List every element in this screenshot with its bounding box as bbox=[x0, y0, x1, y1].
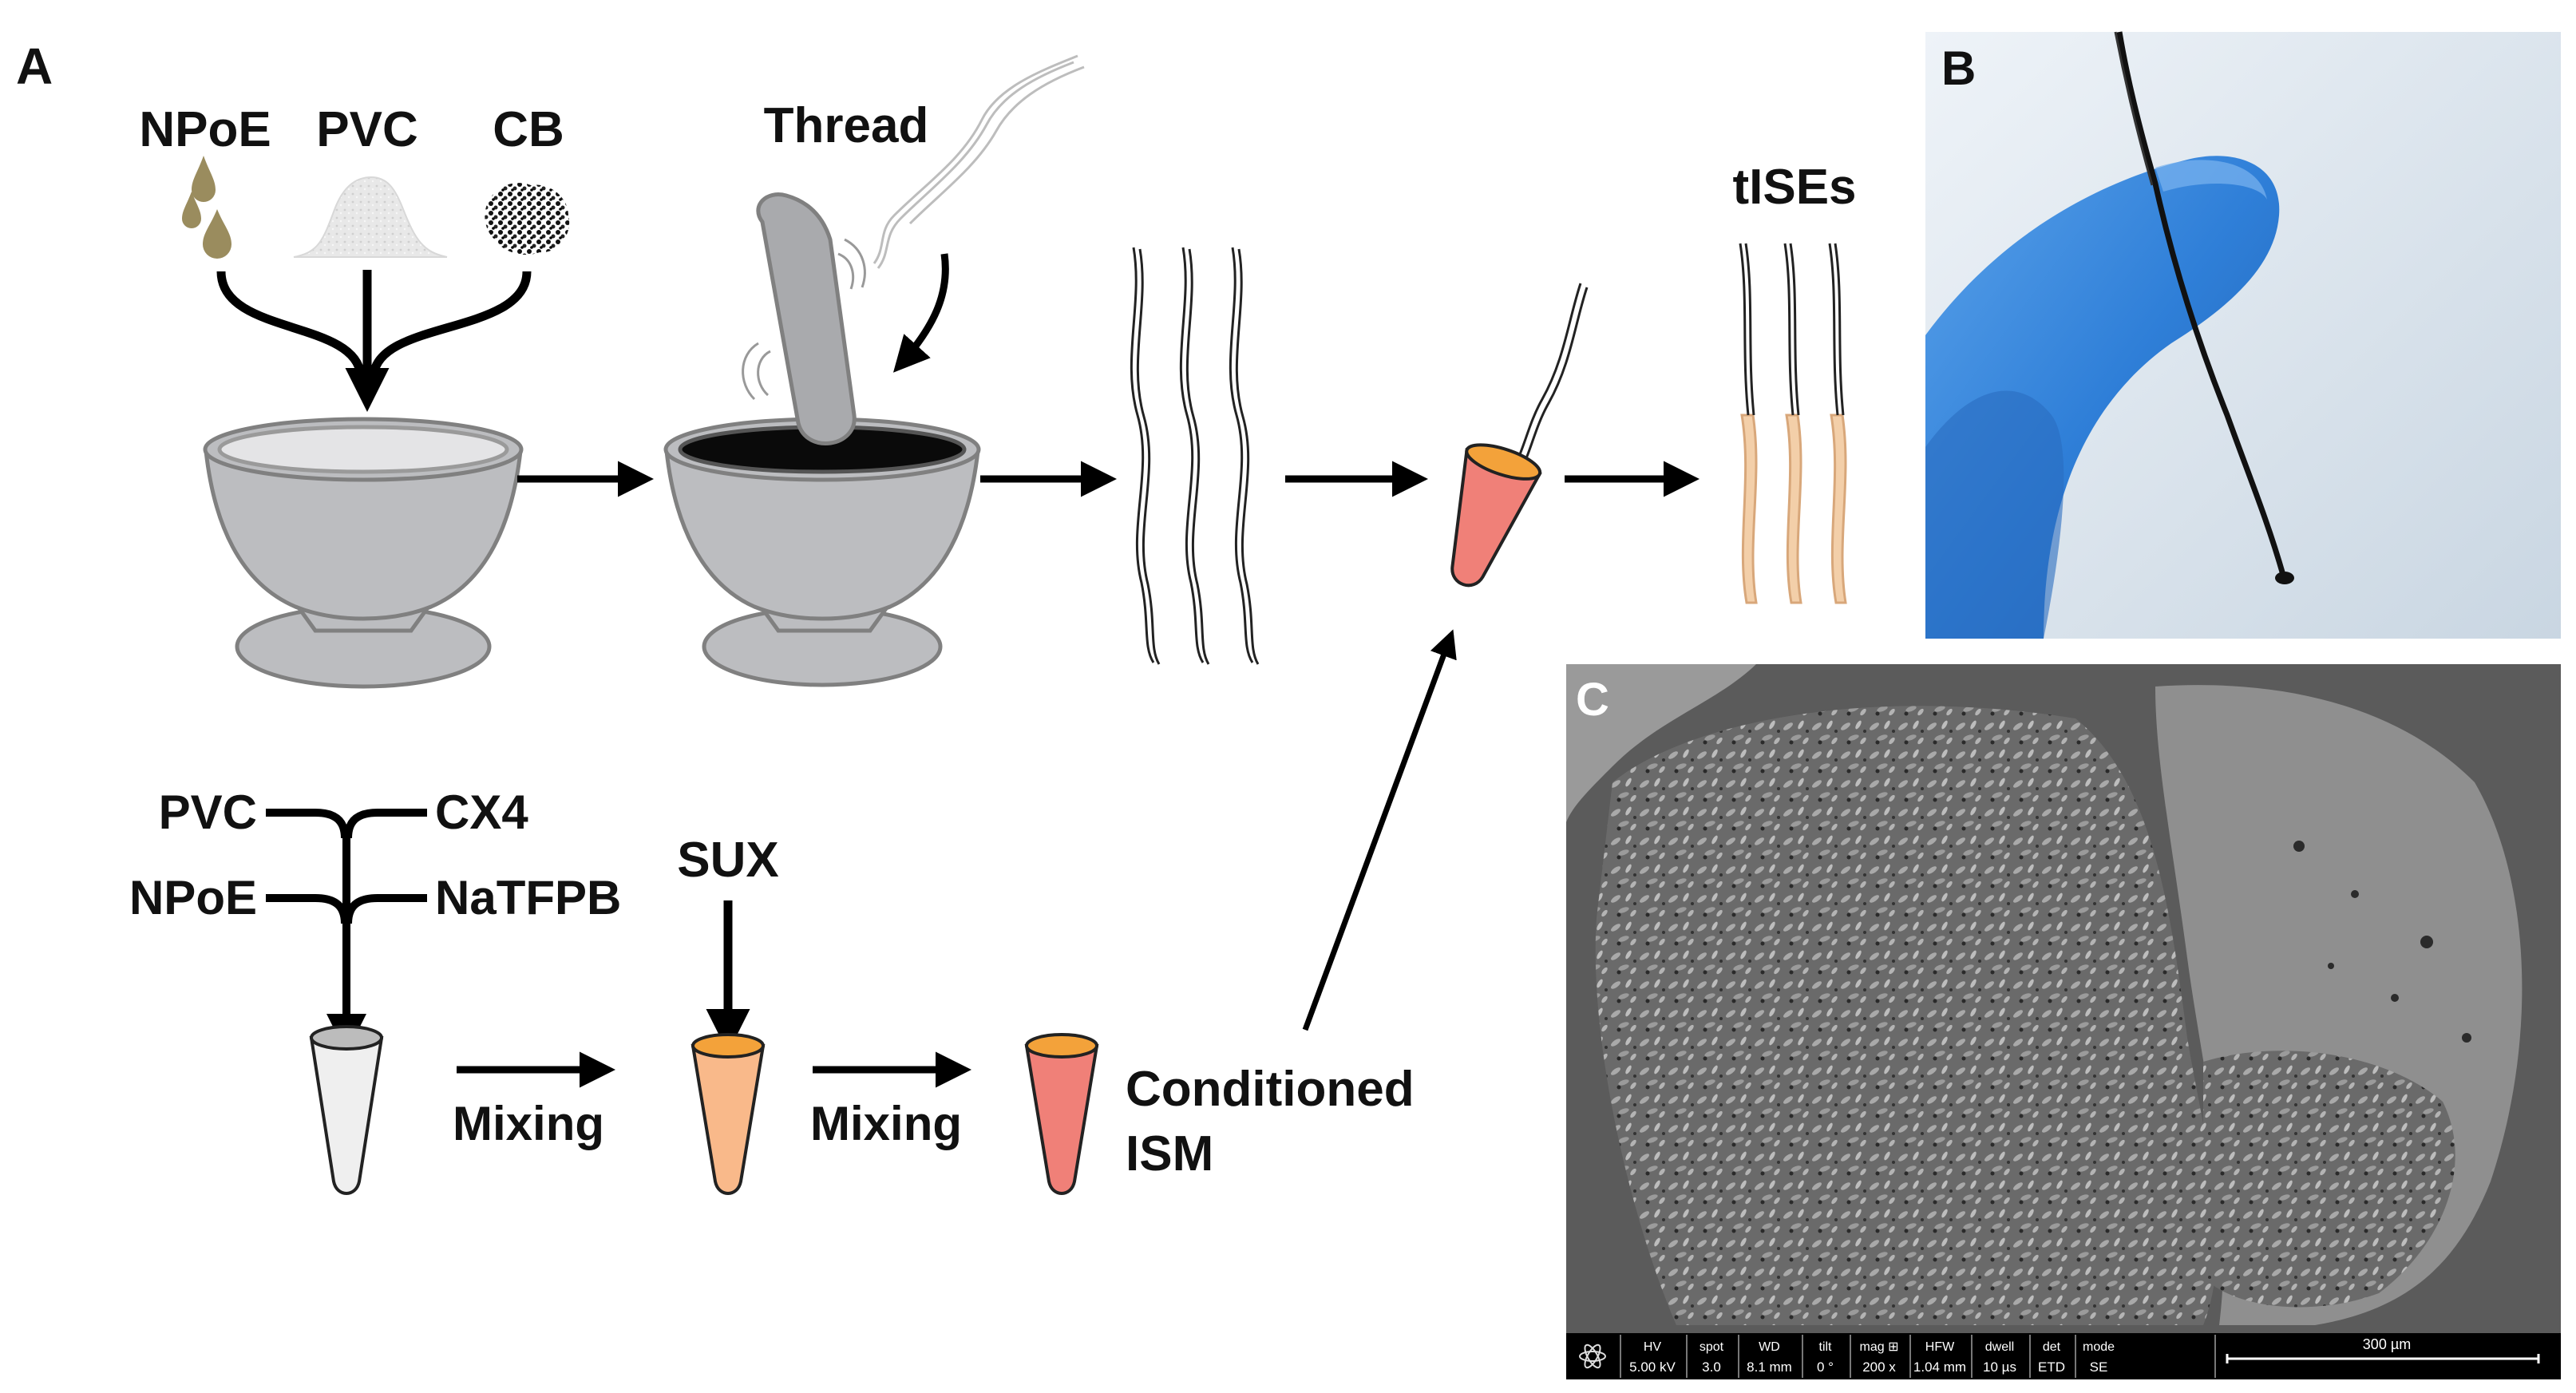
npoe-drops-icon bbox=[182, 156, 231, 259]
mixing-label-1: Mixing bbox=[453, 1097, 604, 1150]
conditioned-ism-label-line2: ISM bbox=[1126, 1126, 1213, 1181]
sem-header-6: dwell bbox=[1985, 1340, 2014, 1354]
sem-value-6: 10 µs bbox=[1983, 1359, 2016, 1375]
tises-label: tISEs bbox=[1732, 160, 1856, 215]
panel-label-c: C bbox=[1576, 674, 1609, 726]
sem-value-2: 8.1 mm bbox=[1747, 1359, 1792, 1375]
panel-c-sem-image: C HV 5.00 kV spot 3.0 WD 8.1 mm tilt 0 ° mag ⊞ 20… bbox=[1566, 664, 2561, 1379]
tise-electrodes bbox=[1739, 243, 1847, 604]
sem-fiber-bundle bbox=[1595, 706, 2218, 1325]
sem-header-4: mag ⊞ bbox=[1860, 1340, 1899, 1354]
membrane-natfpb-label: NaTFPB bbox=[435, 871, 621, 924]
sem-value-7: ETD bbox=[2038, 1359, 2065, 1375]
ingredient-cb-label: CB bbox=[493, 102, 564, 157]
thread-label: Thread bbox=[764, 98, 929, 153]
ingredient-npoe-label: NPoE bbox=[139, 102, 271, 157]
sem-value-1: 3.0 bbox=[1702, 1359, 1721, 1375]
sem-header-0: HV bbox=[1644, 1340, 1662, 1354]
membrane-npoe-label: NPoE bbox=[129, 871, 257, 924]
sem-header-1: spot bbox=[1700, 1340, 1724, 1354]
dip-coating-icon bbox=[1450, 283, 1589, 588]
thread-arrow bbox=[892, 253, 949, 373]
pestle-icon bbox=[742, 192, 866, 445]
pvc-powder-icon bbox=[293, 176, 448, 258]
conditioned-ism-tube bbox=[1024, 1033, 1099, 1195]
coated-threads bbox=[1130, 247, 1260, 665]
mixing-label-2: Mixing bbox=[810, 1097, 962, 1150]
sem-header-5: HFW bbox=[1925, 1340, 1955, 1354]
sensor-thread bbox=[2116, 31, 2286, 576]
sem-value-4: 200 x bbox=[1862, 1359, 1896, 1375]
thread-icon bbox=[873, 54, 1085, 269]
sem-header-3: tilt bbox=[1819, 1340, 1833, 1354]
sem-databar bbox=[1566, 1333, 2561, 1379]
sux-label: SUX bbox=[677, 833, 778, 888]
sem-value-8: SE bbox=[2090, 1359, 2108, 1375]
sem-header-2: WD bbox=[1759, 1340, 1780, 1354]
sem-value-5: 1.04 mm bbox=[1913, 1359, 1966, 1375]
mortar-1 bbox=[203, 417, 524, 689]
cocktail-tube-1 bbox=[309, 1025, 384, 1195]
panel-b-photo: B bbox=[1925, 31, 2561, 639]
cocktail-tube-2 bbox=[690, 1033, 766, 1195]
membrane-merge-arrows bbox=[266, 809, 427, 1054]
membrane-pvc-label: PVC bbox=[159, 786, 257, 839]
ism-to-dip-arrow bbox=[1302, 629, 1457, 1031]
sem-scale-bar-label: 300 µm bbox=[2363, 1336, 2411, 1352]
panel-label-a: A bbox=[16, 38, 53, 95]
sem-header-8: mode bbox=[2083, 1340, 2115, 1354]
sem-value-3: 0 ° bbox=[1817, 1359, 1834, 1375]
merge-arrows bbox=[216, 270, 532, 412]
sem-value-0: 5.00 kV bbox=[1629, 1359, 1676, 1375]
membrane-cx4-label: CX4 bbox=[435, 786, 528, 839]
carbon-black-icon bbox=[485, 183, 570, 255]
sem-logo-icon bbox=[1579, 1344, 1606, 1369]
ingredient-pvc-label: PVC bbox=[316, 102, 417, 157]
sem-header-7: det bbox=[2043, 1340, 2061, 1354]
conditioned-ism-label-line1: Conditioned bbox=[1126, 1062, 1415, 1117]
mortar-2 bbox=[663, 417, 981, 687]
panel-label-b: B bbox=[1941, 42, 1976, 95]
